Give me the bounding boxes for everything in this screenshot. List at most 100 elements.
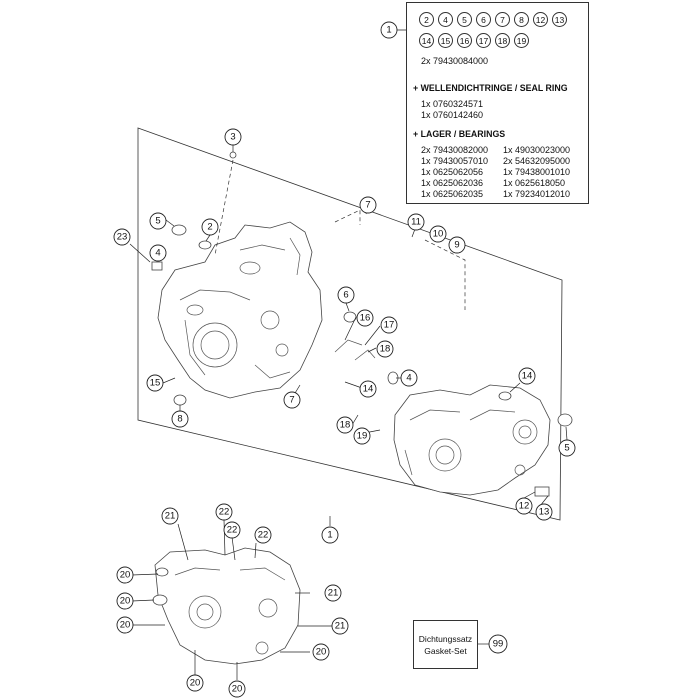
bearing-part: 1x 79234012010: [503, 189, 571, 199]
svg-text:22: 22: [219, 507, 230, 518]
plug-12: [534, 486, 550, 497]
svg-text:13: 13: [539, 507, 550, 518]
svg-text:20: 20: [120, 570, 131, 581]
svg-text:21: 21: [328, 588, 339, 599]
svg-text:99: 99: [493, 639, 504, 650]
callout-14: 14: [359, 380, 377, 398]
svg-text:19: 19: [357, 431, 368, 442]
callout-15: 15: [146, 374, 164, 392]
callout-13: 13: [535, 503, 553, 521]
svg-text:18: 18: [340, 420, 351, 431]
callout-18: 18: [336, 416, 354, 434]
callout-21: 21: [324, 584, 342, 602]
callout-11: 11: [407, 213, 425, 231]
seal-heading: + WELLENDICHTRINGE / SEAL RING: [413, 83, 568, 93]
callout-22: 22: [215, 503, 233, 521]
included-part-number: 17: [476, 33, 491, 48]
callout-20: 20: [116, 592, 134, 610]
bearing-5-left: [171, 224, 187, 236]
bushing-8: [173, 394, 187, 406]
included-part-number: 15: [438, 33, 453, 48]
callout-12: 12: [515, 497, 533, 515]
callout-6: 6: [337, 286, 355, 304]
gasket-set-label-en: Gasket-Set: [424, 645, 467, 656]
spring-16: [334, 339, 363, 353]
right-crankcase-half: [393, 384, 551, 496]
callout-1: 1: [321, 526, 339, 544]
svg-text:4: 4: [406, 373, 411, 384]
svg-text:15: 15: [150, 378, 161, 389]
callout-19: 19: [353, 427, 371, 445]
included-parts-row-1: 2 4 5 6 7 8 12 13: [419, 12, 567, 27]
svg-text:23: 23: [117, 232, 128, 243]
dashed-bracket-right: [424, 239, 466, 310]
included-part-number: 16: [457, 33, 472, 48]
svg-text:16: 16: [360, 313, 371, 324]
included-part-number: 6: [476, 12, 491, 27]
bearing-5-right: [557, 413, 573, 427]
svg-text:11: 11: [411, 217, 421, 228]
included-part-number: 19: [514, 33, 529, 48]
included-part-number: 12: [533, 12, 548, 27]
svg-text:22: 22: [227, 525, 238, 536]
bearing-part: 1x 79438001010: [503, 167, 571, 177]
svg-text:5: 5: [564, 443, 569, 454]
callout-21: 21: [331, 617, 349, 635]
clip-17: [354, 349, 376, 361]
included-part-number: 18: [495, 33, 510, 48]
bearing-part: 2x 54632095000: [503, 156, 571, 166]
seal-heading-text: WELLENDICHTRINGE / SEAL RING: [420, 83, 568, 93]
seal-part: 1x 0760324571: [421, 99, 484, 109]
svg-text:20: 20: [190, 678, 201, 689]
callout-9: 9: [448, 236, 466, 254]
svg-text:21: 21: [165, 511, 176, 522]
svg-text:3: 3: [230, 132, 235, 143]
seal-2: [198, 240, 212, 250]
callout-20: 20: [116, 616, 134, 634]
seal-part: 1x 0760142460: [421, 110, 484, 120]
bearing-part: 1x 0625618050: [503, 178, 566, 188]
bearing-part: 1x 0625062036: [421, 178, 484, 188]
callout-4: 4: [400, 369, 418, 387]
included-part-number: 7: [495, 12, 510, 27]
svg-text:6: 6: [343, 290, 348, 301]
callout-16: 16: [356, 309, 374, 327]
svg-text:7: 7: [365, 200, 370, 211]
svg-text:1: 1: [386, 25, 391, 36]
plus-symbol: +: [413, 83, 419, 93]
svg-text:21: 21: [335, 621, 346, 632]
left-crankcase-half: [157, 221, 323, 399]
callout-21: 21: [161, 507, 179, 525]
dowel-4-left: [151, 261, 163, 271]
callout-10: 10: [429, 225, 447, 243]
bearing-part: 1x 79430057010: [421, 156, 489, 166]
callout-8: 8: [171, 410, 189, 428]
callout-14: 14: [518, 367, 536, 385]
svg-text:1: 1: [327, 530, 332, 541]
included-parts-row-2: 14 15 16 17 18 19: [419, 33, 529, 48]
callout-99: 99: [488, 634, 508, 654]
svg-text:7: 7: [289, 395, 294, 406]
svg-text:14: 14: [363, 384, 374, 395]
plus-symbol: +: [413, 129, 419, 139]
included-part-number: 2: [419, 12, 434, 27]
svg-text:20: 20: [316, 647, 327, 658]
svg-text:20: 20: [232, 684, 243, 695]
bearing-heading: + LAGER / BEARINGS: [413, 129, 505, 139]
svg-text:9: 9: [454, 240, 459, 251]
screw-3: [229, 151, 237, 159]
callout-22: 22: [223, 521, 241, 539]
bearing-part: 1x 0625062056: [421, 167, 484, 177]
included-part-number: 14: [419, 33, 434, 48]
bearing-part: 1x 0625062035: [421, 189, 484, 199]
included-part-code: 2x 79430084000: [421, 56, 489, 66]
callout-4: 4: [149, 244, 167, 262]
assembly-frame: [137, 127, 563, 521]
callout-5: 5: [558, 439, 576, 457]
svg-text:22: 22: [258, 530, 269, 541]
bearing-heading-text: LAGER / BEARINGS: [420, 129, 506, 139]
callout-20: 20: [312, 643, 330, 661]
callout-7: 7: [359, 196, 377, 214]
callout-18: 18: [376, 340, 394, 358]
svg-text:12: 12: [519, 501, 530, 512]
